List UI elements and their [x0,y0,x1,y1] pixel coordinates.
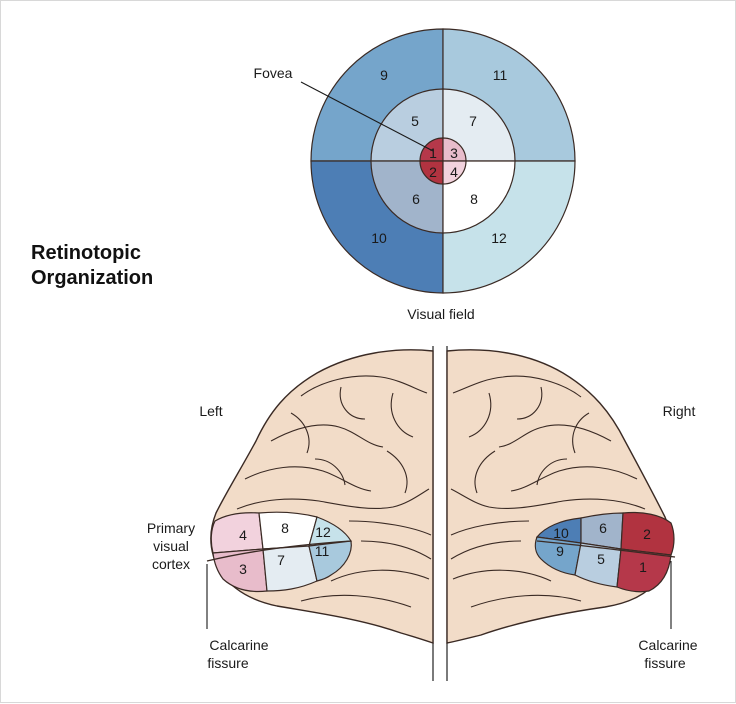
left-cortex-numbers: 4 3 8 7 12 11 [239,520,331,577]
cortex-right-num-1: 1 [639,559,647,575]
cortex-right-region-2 [620,511,675,556]
field-num-8: 8 [470,191,478,207]
cortex-left-region-7 [262,545,318,592]
left-calcarine-line-1: Calcarine [209,637,268,653]
fovea-label: Fovea [254,65,293,81]
field-region-6 [370,160,444,234]
field-num-2: 2 [429,164,437,180]
left-calcarine-curve [206,540,352,562]
cortex-left-num-4: 4 [239,527,247,543]
cortex-left-region-11 [308,540,352,582]
field-num-5: 5 [411,113,419,129]
field-num-10: 10 [371,230,387,246]
cortex-left-region-4 [210,512,264,554]
left-brain-outline [210,349,434,644]
cortex-left-region-3 [212,548,268,593]
figure-heading: Retinotopic Organization [31,241,153,291]
field-num-3: 3 [450,145,458,161]
field-num-1: 1 [429,145,437,161]
field-num-7: 7 [469,113,477,129]
cortex-left-num-7: 7 [277,552,285,568]
field-num-11: 11 [493,67,508,83]
field-region-8 [442,160,516,234]
cortex-right-num-9: 9 [556,543,564,559]
cortex-right-region-1 [616,548,672,593]
cortex-right-num-6: 6 [599,520,607,536]
fovea-leader-line [300,81,434,152]
heading-line-1: Retinotopic [31,242,141,264]
field-region-4 [442,160,467,185]
right-label: Right [663,403,696,419]
left-hemisphere: 4 3 8 7 12 11 Left Primary visual cortex… [147,349,434,671]
right-lower-fold [452,569,552,582]
field-num-9: 9 [380,67,388,83]
heading-line-2: Organization [31,267,154,289]
field-region-3 [442,137,467,162]
field-region-5 [370,88,444,162]
primary-visual-cortex-line-2: visual [153,538,189,554]
cortex-right-region-9 [534,536,582,576]
right-brain-outline [446,349,672,644]
primary-visual-cortex-line-1: Primary [147,520,195,536]
left-label: Left [199,403,222,419]
visual-field-map [310,28,576,294]
field-num-6: 6 [412,191,420,207]
visual-field-label: Visual field [407,306,474,322]
field-region-1 [419,137,444,162]
field-region-7 [442,88,516,162]
cortex-right-num-2: 2 [643,526,651,542]
right-calcarine-line-2: fissure [644,655,685,671]
cortex-left-num-12: 12 [315,524,331,540]
cortex-left-num-8: 8 [281,520,289,536]
left-calcarine-line-2: fissure [207,655,248,671]
cortex-left-num-3: 3 [239,561,247,577]
field-num-4: 4 [450,164,458,180]
cortex-left-num-11: 11 [315,543,330,559]
left-lower-fold [330,569,430,582]
field-num-12: 12 [491,230,507,246]
left-brain-sulci [236,375,432,608]
right-brain-sulci [450,375,646,608]
cortex-right-num-5: 5 [597,551,605,567]
field-number-labels: 9 11 10 12 5 7 6 8 1 3 2 4 [371,67,507,246]
field-region-2 [419,160,444,185]
primary-visual-cortex-line-3: cortex [152,556,190,572]
right-hemisphere: 10 9 6 5 2 1 Right Calcarine fissure [446,349,698,671]
right-calcarine-line-1: Calcarine [638,637,697,653]
cortex-right-num-10: 10 [553,525,569,541]
right-calcarine-curve [536,540,676,558]
right-cortex-numbers: 10 9 6 5 2 1 [553,520,651,575]
